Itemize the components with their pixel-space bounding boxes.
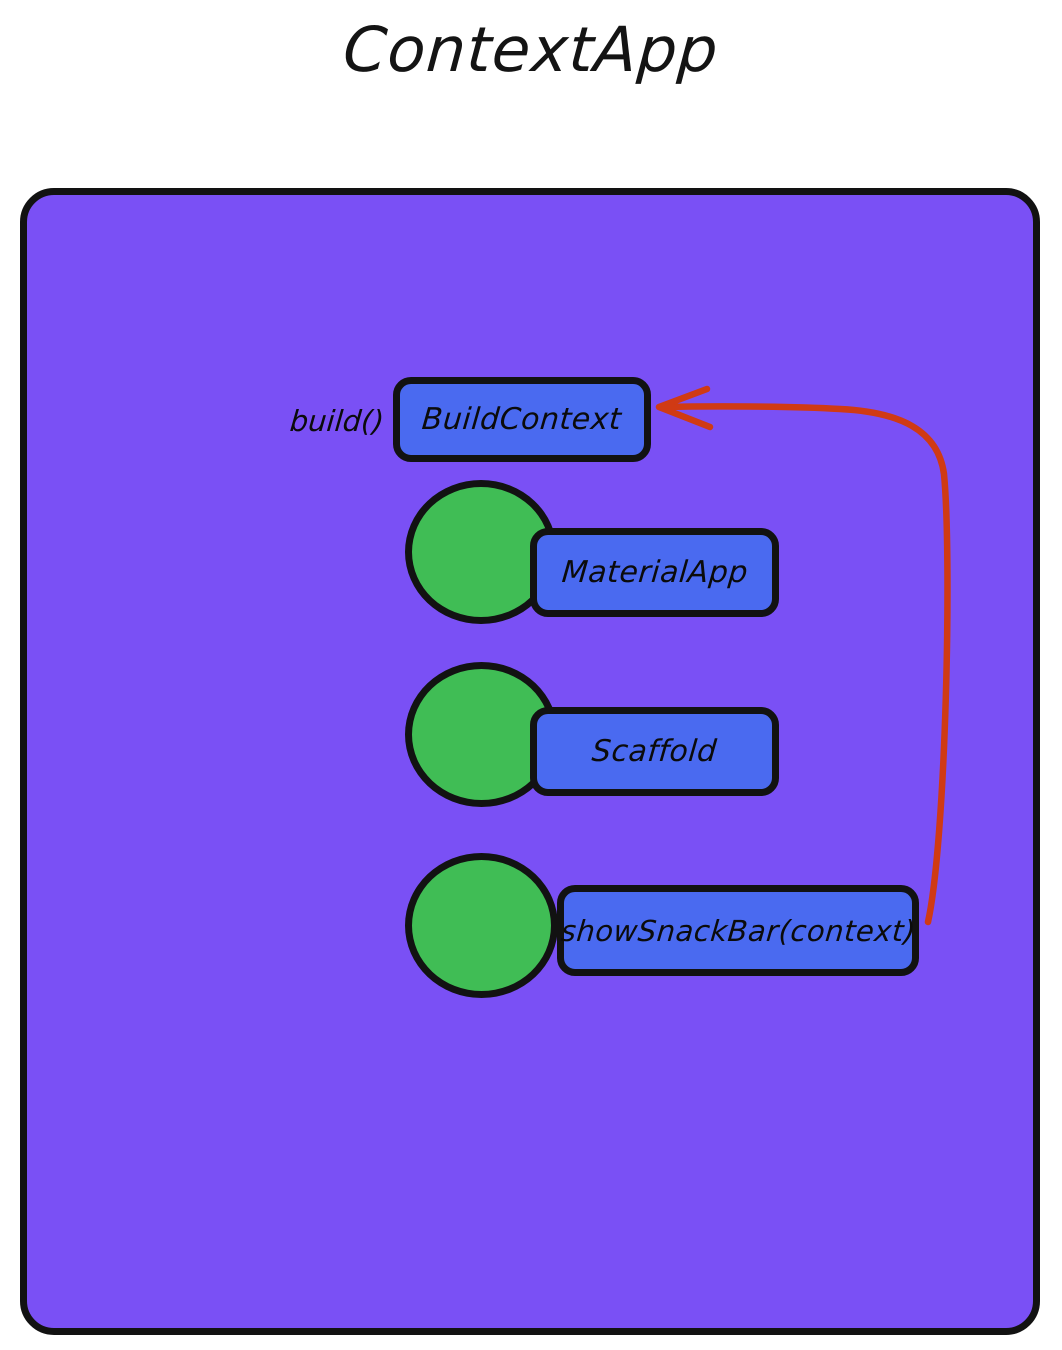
node-buildcontext[interactable]: BuildContext <box>393 377 651 462</box>
node-materialapp[interactable]: MaterialApp <box>530 528 779 617</box>
node-showsnackbar-label: showSnackBar(context) <box>559 913 917 948</box>
node-showsnackbar[interactable]: showSnackBar(context) <box>557 885 919 976</box>
node-buildcontext-label: BuildContext <box>420 402 624 437</box>
node-bullet-snackbar <box>405 853 558 998</box>
node-materialapp-label: MaterialApp <box>559 555 750 590</box>
page-title: ContextApp <box>340 13 722 86</box>
node-scaffold-label: Scaffold <box>590 734 719 769</box>
build-method-label: build() <box>288 404 386 438</box>
node-scaffold[interactable]: Scaffold <box>530 707 779 796</box>
